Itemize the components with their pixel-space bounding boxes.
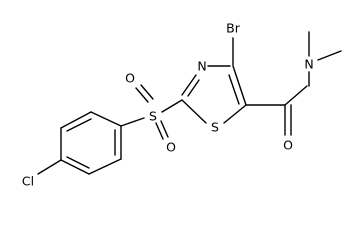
bond-c4-c5-inner [228,74,240,105]
bond-carbonyl-n [284,85,308,106]
atom-label-o-carbonyl: O [283,138,293,153]
bond-c4-c5 [232,65,247,106]
bond-c5-s1 [223,104,247,124]
bond-c2-sulfonyl [161,99,183,113]
atom-label-n-ring: N [197,59,206,74]
atom-label-cl: Cl [22,174,34,189]
atom-label-s-sulfonyl: S [149,109,157,124]
bond-ar2-ar3 [60,111,92,129]
bond-ar5-ar6 [88,158,122,175]
atom-label-o-sulfonyl-bottom: O [166,140,176,155]
bond-s1-c2 [181,99,207,124]
bond-ar4-ar5 [60,159,90,175]
bond-so-bottom-a [155,122,164,140]
structure-canvas: Br N S S O O O N Cl [22,21,342,189]
bond-ar4-cl [37,159,62,175]
bond-ar2-ar3-inner [66,118,92,132]
bond-ar4-ar5-inner [66,156,90,169]
bond-c2-n3 [181,74,197,96]
atom-label-br: Br [226,21,241,36]
atom-label-n-amide: N [304,57,313,72]
bond-so-top-b [140,84,154,100]
bond-c2-n3-inner [187,79,200,97]
bond-so-bottom-b [160,120,169,138]
bond-sulfonyl-aryl [120,117,145,127]
molecule-drawing: Br N S S O O O N Cl [22,21,342,189]
bond-so-top-a [135,87,149,103]
bond-ar1-ar2 [90,111,122,127]
atom-label-o-sulfonyl-top: O [125,71,135,86]
atom-label-s-ring: S [211,120,219,135]
bond-n-methyl-right [317,50,342,61]
